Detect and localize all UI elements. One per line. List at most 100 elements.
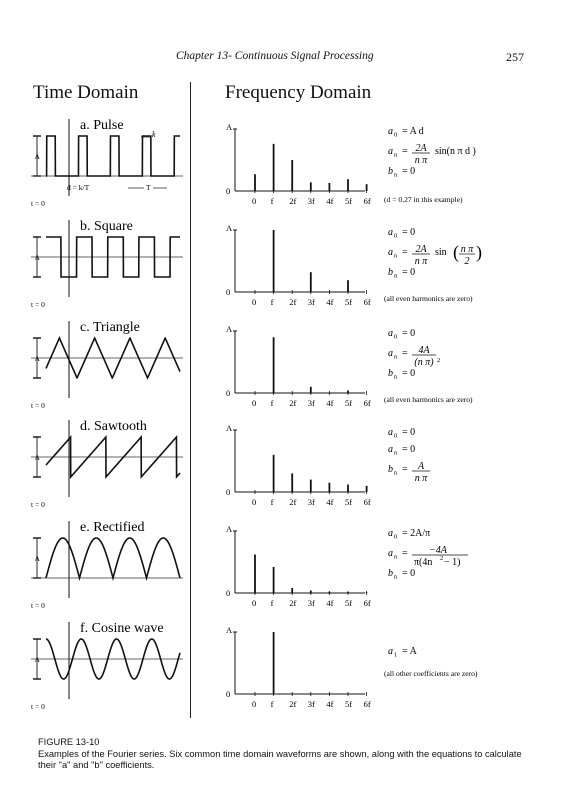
waveform-rectified <box>45 537 181 582</box>
coef-subscript: n <box>394 152 398 159</box>
coef-subscript: n <box>394 554 398 561</box>
coef-subscript: 0 <box>394 132 397 139</box>
coef-value: = <box>402 464 408 475</box>
freq-tick-label: f <box>271 699 274 709</box>
coef-symbol-a0: a <box>388 427 393 438</box>
equation-note: (all even harmonics are zero) <box>384 395 473 404</box>
coef-symbol-a0: a <box>388 528 393 539</box>
coef-symbol-bn: b <box>388 568 393 579</box>
freq-tick-label: 5f <box>345 497 352 507</box>
coef-value: = 0 <box>402 427 415 438</box>
amplitude-label: A <box>35 253 41 262</box>
coef-value: = 2A/π <box>402 528 430 539</box>
fraction-denominator: π(4n <box>414 557 432 568</box>
freq-tick-label: 6f <box>364 196 371 206</box>
coef-tail: sin <box>435 247 447 258</box>
freq-tick-label: 3f <box>308 398 315 408</box>
coef-symbol-bn: b <box>388 368 393 379</box>
freq-tick-label: 4f <box>326 699 333 709</box>
equation-note: (d = 0.27 in this example) <box>384 195 463 204</box>
waveform-title: b. Square <box>80 219 133 234</box>
fraction-numerator: −4A <box>429 545 448 556</box>
coef-symbol-bn: b <box>388 464 393 475</box>
figure-caption: Examples of the Fourier series. Six comm… <box>38 749 522 770</box>
waveform-title: a. Pulse <box>80 118 124 133</box>
coef-value: = 0 <box>402 227 415 238</box>
chapter-header: Chapter 13- Continuous Signal Processing <box>176 50 374 62</box>
waveform-square <box>46 236 180 278</box>
freq-tick-label: 5f <box>345 598 352 608</box>
coef-tail: sin(n π d ) <box>435 146 476 157</box>
freq-tick-label: 2f <box>289 196 296 206</box>
coef-subscript: 1 <box>394 652 397 659</box>
coef-subscript: n <box>394 450 398 457</box>
coef-value: = 0 <box>402 166 415 177</box>
paren-open: ( <box>453 242 459 263</box>
freq-zero-label: 0 <box>226 588 230 598</box>
freq-y-label: A <box>226 423 233 433</box>
exponent: 2 <box>440 555 443 562</box>
freq-tick-label: 3f <box>308 699 315 709</box>
freq-tick-label: 2f <box>289 297 296 307</box>
freq-tick-label: f <box>271 598 274 608</box>
coef-subscript: 0 <box>394 534 397 541</box>
freq-tick-label: 6f <box>364 497 371 507</box>
amplitude-label: A <box>35 655 41 664</box>
coef-subscript: n <box>394 273 398 280</box>
freq-tick-label: 0 <box>252 598 256 608</box>
coef-value: = A <box>402 646 418 657</box>
time-origin-label: t = 0 <box>31 300 45 309</box>
coef-subscript: n <box>394 354 398 361</box>
amplitude-label: A <box>35 152 41 161</box>
exponent: 2 <box>437 357 440 364</box>
coef-symbol-an: a <box>388 146 393 157</box>
freq-tick-label: 3f <box>308 497 315 507</box>
waveform-triangle <box>45 336 181 380</box>
coef-value: = 0 <box>402 444 415 455</box>
coef-symbol-an: a <box>388 348 393 359</box>
coef-value: = A d <box>402 126 424 137</box>
time-origin-label: t = 0 <box>31 401 45 410</box>
page-number: 257 <box>506 50 524 64</box>
freq-tick-label: 2f <box>289 699 296 709</box>
freq-tick-label: 4f <box>326 196 333 206</box>
waveform-sawtooth <box>45 434 181 480</box>
amplitude-label: A <box>35 354 41 363</box>
freq-y-label: A <box>226 625 233 635</box>
freq-zero-label: 0 <box>226 487 230 497</box>
fraction-numerator: 2A <box>415 244 427 255</box>
freq-zero-label: 0 <box>226 388 230 398</box>
freq-tick-label: 2f <box>289 398 296 408</box>
freq-zero-label: 0 <box>226 287 230 297</box>
freq-y-label: A <box>226 324 233 334</box>
pulse-width-label: k <box>152 130 156 139</box>
coef-symbol-an: a <box>388 247 393 258</box>
coef-value: = <box>402 348 408 359</box>
coef-symbol-a0: a <box>388 126 393 137</box>
freq-y-label: A <box>226 524 233 534</box>
time-origin-label: t = 0 <box>31 601 45 610</box>
fraction-denominator: n π <box>415 155 429 166</box>
coef-symbol-an: a <box>388 444 393 455</box>
coef-symbol-a1: a <box>388 646 393 657</box>
freq-tick-label: 4f <box>326 297 333 307</box>
frequency-domain-heading: Frequency Domain <box>225 82 372 103</box>
coef-subscript: n <box>394 172 398 179</box>
waveform-pulse <box>45 135 180 177</box>
paren-close: ) <box>476 242 482 263</box>
freq-y-label: A <box>226 223 233 233</box>
coef-subscript: 0 <box>394 334 397 341</box>
column-divider <box>190 82 191 718</box>
fraction-numerator: 2A <box>415 143 427 154</box>
